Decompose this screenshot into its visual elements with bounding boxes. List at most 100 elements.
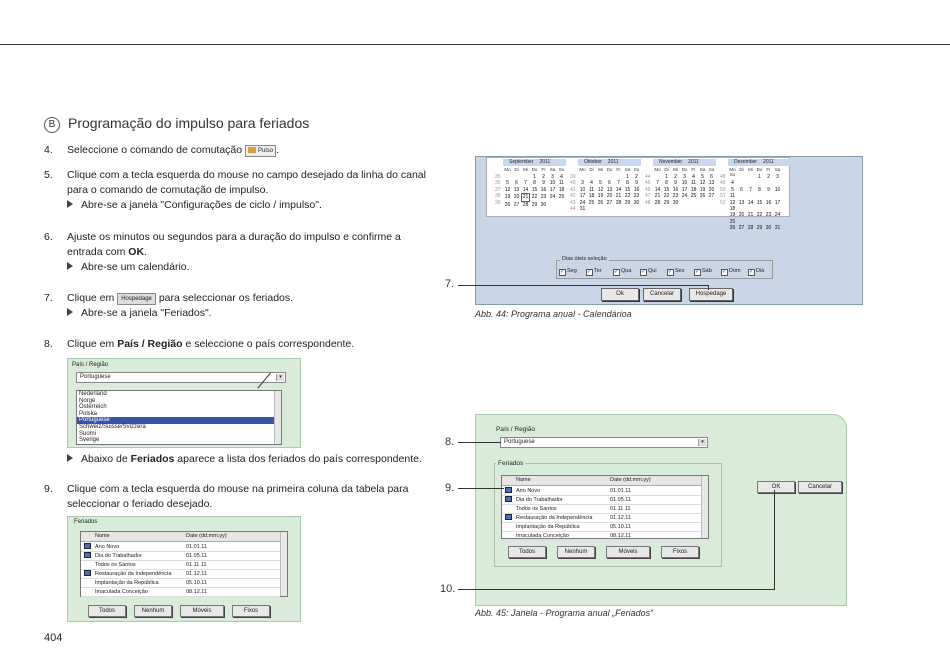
day-cell[interactable]: 22 xyxy=(531,194,538,201)
workday-checkbox[interactable]: ✓Qua xyxy=(613,268,631,276)
day-cell[interactable]: 28 xyxy=(615,199,622,206)
day-cell[interactable]: 21 xyxy=(747,212,754,219)
day-cell[interactable]: 15 xyxy=(756,199,763,206)
list-scrollbar[interactable] xyxy=(274,391,281,444)
day-cell[interactable]: 23 xyxy=(672,193,679,200)
country-option[interactable]: Sverige xyxy=(79,437,100,444)
ok-button[interactable]: OK xyxy=(757,481,795,493)
day-cell[interactable]: 1 xyxy=(533,174,536,180)
day-cell[interactable]: 24 xyxy=(774,212,781,219)
day-cell[interactable]: 13 xyxy=(738,199,745,206)
day-cell[interactable]: 18 xyxy=(558,186,565,193)
cancel-button[interactable]: Cancelar xyxy=(798,481,842,493)
table-scrollbar[interactable] xyxy=(280,532,287,596)
day-cell[interactable]: 4 xyxy=(692,174,695,180)
day-cell[interactable]: 1 xyxy=(665,174,668,180)
day-cell[interactable]: 12 xyxy=(729,199,736,206)
chevron-down-icon[interactable]: ▾ xyxy=(276,374,284,381)
day-cell[interactable]: 30 xyxy=(765,225,772,232)
day-cell[interactable]: 8 xyxy=(533,180,536,187)
day-cell[interactable]: 11 xyxy=(558,180,565,187)
day-cell[interactable]: 9 xyxy=(635,180,638,187)
country-option[interactable]: Suomi xyxy=(79,430,97,437)
day-cell[interactable]: 7 xyxy=(524,180,527,187)
day-cell[interactable]: 22 xyxy=(663,193,670,200)
day-cell[interactable]: 25 xyxy=(558,194,565,201)
holiday-selected-icon[interactable] xyxy=(505,496,512,502)
day-cell[interactable]: 22 xyxy=(624,193,631,200)
day-cell[interactable]: 1 xyxy=(758,174,761,180)
day-cell[interactable]: 14 xyxy=(747,199,754,206)
day-cell[interactable]: 26 xyxy=(597,199,604,206)
day-cell[interactable]: 9 xyxy=(674,180,677,187)
day-cell[interactable]: 9 xyxy=(542,180,545,187)
day-cell[interactable]: 4 xyxy=(731,180,734,187)
workday-checkbox[interactable]: ✓Sáb xyxy=(694,268,712,276)
day-cell[interactable]: 28 xyxy=(522,201,529,208)
day-cell[interactable]: 15 xyxy=(624,186,631,193)
workday-checkbox[interactable]: ✓Dià xyxy=(748,268,764,276)
day-cell[interactable]: 28 xyxy=(747,225,754,232)
day-cell[interactable]: 29 xyxy=(531,201,538,208)
day-cell[interactable]: 3 xyxy=(776,174,779,180)
day-cell[interactable]: 30 xyxy=(540,201,547,208)
day-cell[interactable]: 18 xyxy=(729,206,736,213)
day-cell[interactable]: 25 xyxy=(729,218,736,225)
day-cell[interactable]: 18 xyxy=(690,186,697,193)
table-scrollbar[interactable] xyxy=(701,476,708,538)
checkbox-checked-icon[interactable]: ✓ xyxy=(586,269,593,276)
day-cell[interactable]: 17 xyxy=(549,186,556,193)
day-cell[interactable]: 6 xyxy=(515,180,518,187)
day-cell[interactable]: 2 xyxy=(542,174,545,180)
day-cell[interactable]: 1 xyxy=(626,174,629,180)
day-cell[interactable]: 2 xyxy=(767,174,770,180)
day-cell[interactable]: 10 xyxy=(549,180,556,187)
day-cell[interactable]: 27 xyxy=(513,201,520,208)
filter-button-fixos[interactable]: Fixos xyxy=(661,546,699,558)
day-cell[interactable]: 11 xyxy=(690,180,697,187)
hospedage-button[interactable]: Hospedage xyxy=(117,293,156,305)
day-cell[interactable]: 10 xyxy=(579,186,586,193)
day-cell[interactable]: 16 xyxy=(540,186,547,193)
country-option[interactable]: Österreich xyxy=(79,404,107,411)
day-cell[interactable]: 31 xyxy=(774,225,781,232)
day-cell[interactable]: 5 xyxy=(701,174,704,180)
holiday-selected-icon[interactable] xyxy=(505,487,512,493)
day-cell[interactable]: 24 xyxy=(579,199,586,206)
day-cell[interactable]: 26 xyxy=(699,193,706,200)
day-cell[interactable]: 26 xyxy=(504,201,511,208)
day-cell[interactable]: 12 xyxy=(699,180,706,187)
day-cell[interactable]: 16 xyxy=(765,199,772,206)
day-cell[interactable]: 13 xyxy=(606,186,613,193)
day-cell[interactable]: 17 xyxy=(681,186,688,193)
day-cell[interactable]: 5 xyxy=(731,186,734,193)
day-cell[interactable]: 8 xyxy=(626,180,629,187)
holiday-selected-icon[interactable] xyxy=(84,543,91,549)
day-cell[interactable]: 10 xyxy=(681,180,688,187)
checkbox-checked-icon[interactable]: ✓ xyxy=(667,269,674,276)
day-cell[interactable]: 16 xyxy=(633,186,640,193)
checkbox-checked-icon[interactable]: ✓ xyxy=(748,269,755,276)
country-option[interactable]: Polska xyxy=(79,410,98,417)
holiday-selected-icon[interactable] xyxy=(505,514,512,520)
calendar-cancel-button[interactable]: Cancelar xyxy=(643,288,681,301)
day-cell[interactable]: 11 xyxy=(729,193,736,200)
day-cell[interactable]: 27 xyxy=(738,225,745,232)
filter-button-todos[interactable]: Todos xyxy=(88,605,126,617)
day-cell[interactable]: 14 xyxy=(654,186,661,193)
day-cell[interactable]: 26 xyxy=(729,225,736,232)
day-cell[interactable]: 24 xyxy=(681,193,688,200)
day-cell[interactable]: 11 xyxy=(588,186,595,193)
checkbox-checked-icon[interactable]: ✓ xyxy=(559,269,566,276)
filter-button-nenhum[interactable]: Nenhum xyxy=(557,546,595,558)
